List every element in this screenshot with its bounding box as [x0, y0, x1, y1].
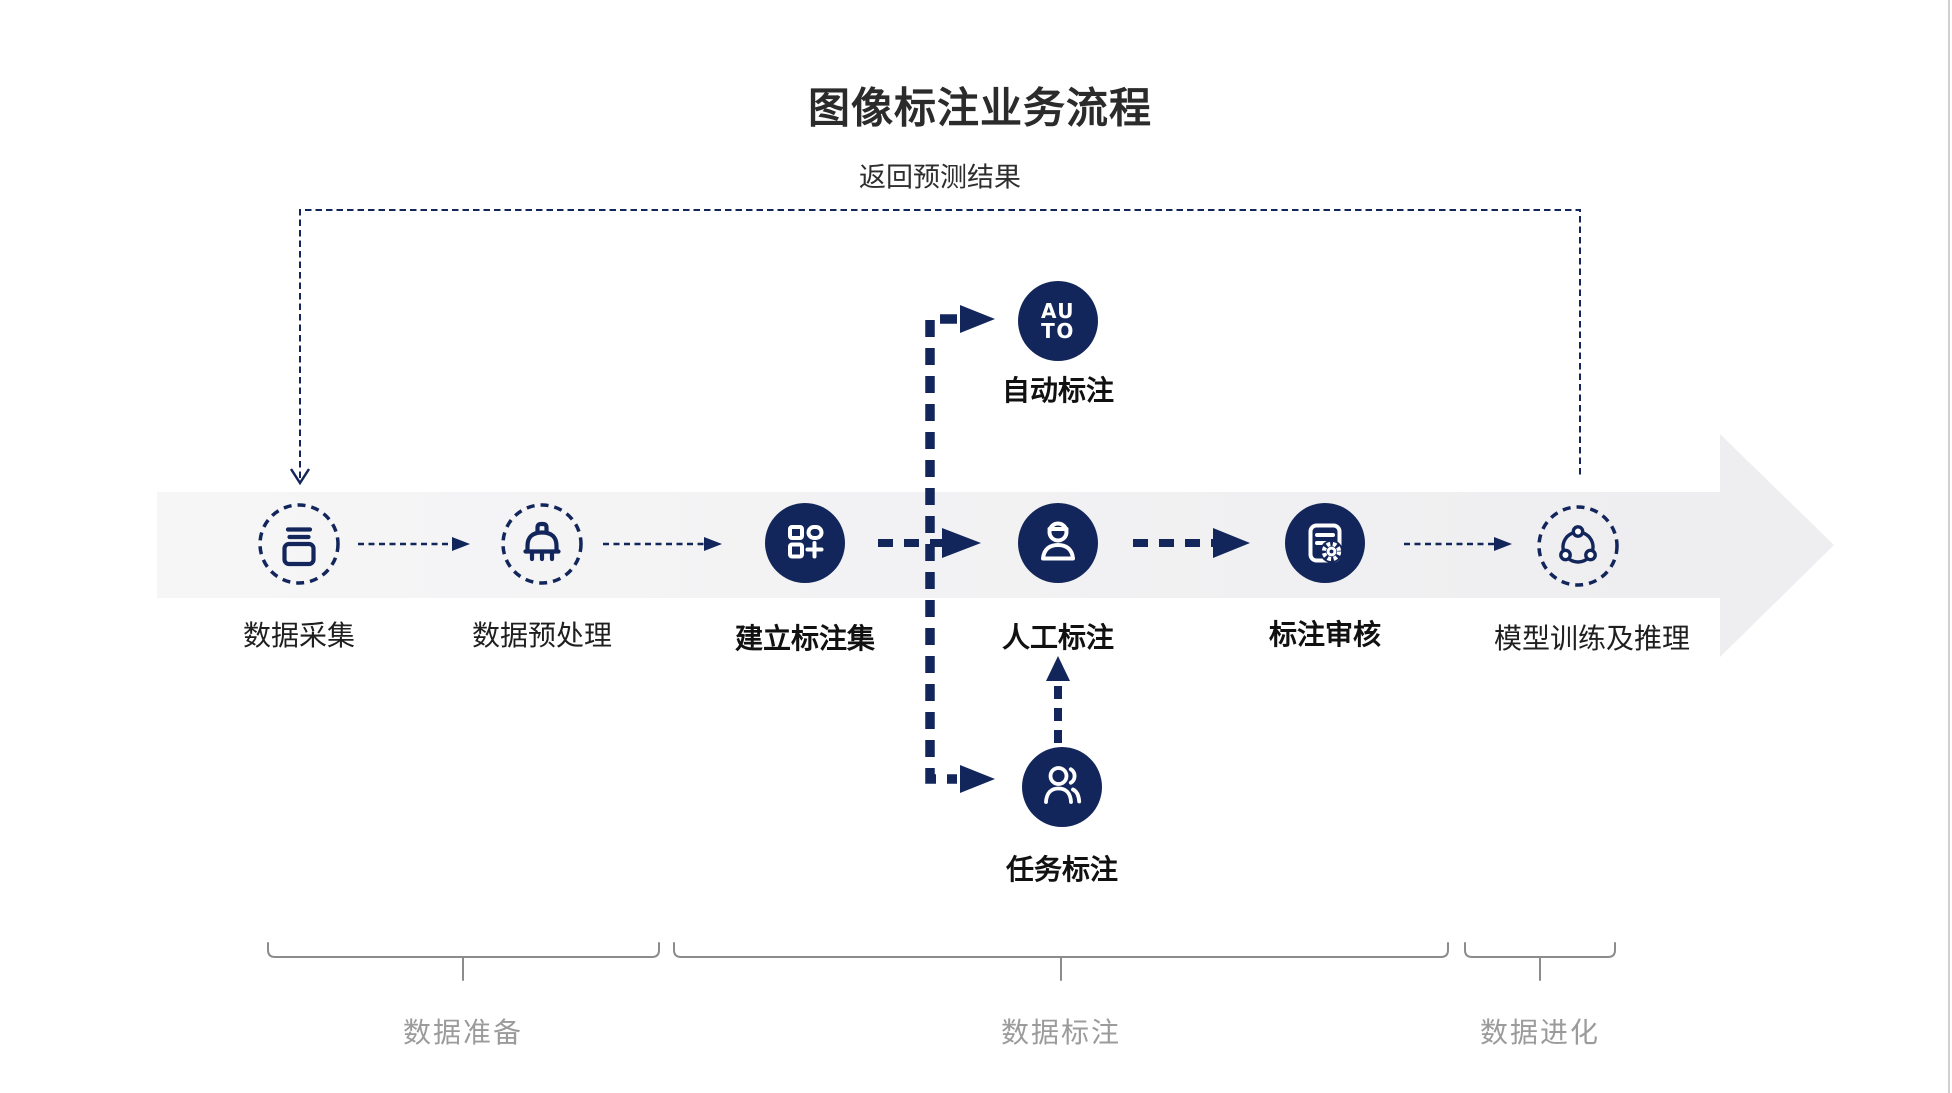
brush-icon: [501, 503, 583, 585]
branch-arrowhead-task: [960, 765, 995, 793]
step-node-manual-annotation: [1017, 502, 1099, 584]
branch-arrowhead-auto: [960, 305, 995, 333]
step-label-create-annotation-set: 建立标注集: [734, 622, 876, 655]
auto-icon-line-1: AU: [1040, 299, 1076, 323]
step-label-model-training: 模型训练及推理: [1493, 622, 1691, 655]
phase-label-data-annotation: 数据标注: [1000, 1016, 1122, 1049]
doc-gear-icon: [1285, 503, 1365, 583]
step-node-data-preprocessing: [501, 503, 583, 585]
branch-split-path: [925, 305, 995, 793]
feedback-label: 返回预测结果: [859, 162, 1021, 194]
feedback-arrowhead-down: [289, 468, 311, 486]
person-icon: [1018, 503, 1098, 583]
bracket-data-preparation: [267, 942, 660, 958]
flow-arrows-thin: [358, 537, 1512, 551]
network-icon: [1537, 505, 1619, 587]
branch-label-task-annotation: 任务标注: [1005, 853, 1119, 886]
step-label-annotation-review: 标注审核: [1268, 618, 1382, 651]
phase-label-data-preparation: 数据准备: [402, 1016, 524, 1049]
archive-icon: [258, 503, 340, 585]
step-label-data-collection: 数据采集: [242, 619, 356, 652]
dataset-plus-icon: [765, 503, 845, 583]
step-node-annotation-review: [1284, 502, 1366, 584]
band-arrowhead: [1720, 434, 1834, 657]
bracket-data-evolution: [1464, 942, 1616, 958]
feedback-loop-path: [289, 209, 1581, 486]
step-label-manual-annotation: 人工标注: [1001, 621, 1115, 654]
diagram-title: 图像标注业务流程: [807, 83, 1153, 133]
task-to-manual-arrow: [1046, 656, 1070, 744]
flow-arrows-thick: [878, 528, 1250, 558]
branch-node-task-annotation: [1021, 746, 1103, 828]
people-icon: [1022, 747, 1102, 827]
step-node-create-annotation-set: [764, 502, 846, 584]
step-label-data-preprocessing: 数据预处理: [471, 619, 613, 652]
branch-label-auto-annotation: 自动标注: [1001, 374, 1115, 407]
auto-icon: AU TO: [1018, 281, 1098, 361]
bracket-data-annotation: [673, 942, 1449, 958]
branch-node-auto-annotation: AU TO: [1017, 280, 1099, 362]
auto-icon-line-2: TO: [1041, 319, 1075, 343]
phase-brackets: [267, 942, 1616, 981]
step-node-data-collection: [258, 503, 340, 585]
step-node-model-training: [1537, 505, 1619, 587]
phase-label-data-evolution: 数据进化: [1479, 1016, 1601, 1049]
